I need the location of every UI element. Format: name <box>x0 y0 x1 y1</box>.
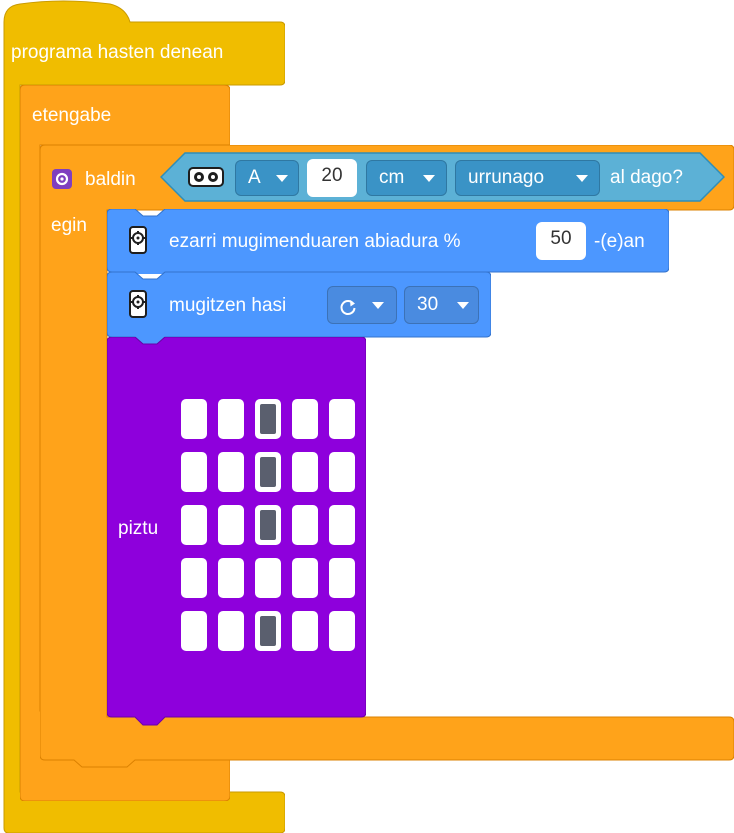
led-display-label: piztu <box>118 518 159 539</box>
led-cell-2-2[interactable] <box>255 505 281 545</box>
hat-block-label: programa hasten denean <box>11 42 224 63</box>
led-cell-3-3[interactable] <box>292 558 318 598</box>
led-cell-0-0[interactable] <box>181 399 207 439</box>
port-dropdown[interactable]: A <box>235 160 299 196</box>
led-cell-2-3[interactable] <box>292 505 318 545</box>
led-cell-0-3[interactable] <box>292 399 318 439</box>
led-cell-1-0[interactable] <box>181 452 207 492</box>
move-value: 30 <box>417 294 439 315</box>
gear-icon[interactable] <box>52 169 72 189</box>
led-cell-4-4[interactable] <box>329 611 355 651</box>
led-cell-2-0[interactable] <box>181 505 207 545</box>
condition-suffix: al dago? <box>610 167 683 188</box>
led-cell-1-3[interactable] <box>292 452 318 492</box>
led-cell-3-0[interactable] <box>181 558 207 598</box>
led-cell-1-1[interactable] <box>218 452 244 492</box>
unit-value: cm <box>379 167 405 188</box>
led-cell-1-4[interactable] <box>329 452 355 492</box>
ultrasonic-distance-condition[interactable]: A 20 cm urrunago al dago? <box>160 152 725 202</box>
led-matrix[interactable] <box>181 399 356 659</box>
start-moving-block[interactable]: mugitzen hasi 30 <box>107 272 491 344</box>
chevron-down-icon <box>372 302 384 309</box>
set-speed-label: ezarri mugimenduaren abiadura % <box>169 231 461 252</box>
led-cell-3-2[interactable] <box>255 558 281 598</box>
motor-icon <box>128 226 148 254</box>
led-cell-4-1[interactable] <box>218 611 244 651</box>
if-label: baldin <box>85 169 136 190</box>
chevron-down-icon <box>276 175 288 182</box>
set-speed-shape <box>107 209 669 274</box>
hat-block-when-program-starts[interactable]: programa hasten denean <box>0 0 285 833</box>
rotate-clockwise-icon <box>338 295 358 315</box>
ultrasonic-sensor-icon <box>188 165 224 189</box>
motor-icon <box>128 290 148 318</box>
led-cell-0-4[interactable] <box>329 399 355 439</box>
speed-value-dropdown[interactable]: 30 <box>404 286 479 324</box>
led-cell-3-4[interactable] <box>329 558 355 598</box>
led-cell-4-3[interactable] <box>292 611 318 651</box>
led-cell-4-2[interactable] <box>255 611 281 651</box>
comparison-value: urrunago <box>468 167 545 188</box>
led-cell-3-1[interactable] <box>218 558 244 598</box>
if-block-shape <box>40 145 734 768</box>
set-speed-suffix: -(e)an <box>594 231 645 252</box>
led-display-block[interactable]: piztu <box>107 337 366 727</box>
chevron-down-icon <box>576 175 588 182</box>
forever-block-label: etengabe <box>32 105 112 126</box>
led-cell-4-0[interactable] <box>181 611 207 651</box>
direction-dropdown[interactable] <box>327 286 397 324</box>
start-moving-label: mugitzen hasi <box>169 295 287 316</box>
set-movement-speed-block[interactable]: ezarri mugimenduaren abiadura % 50 -(e)a… <box>107 209 669 274</box>
speed-input[interactable]: 50 <box>536 222 586 260</box>
led-cell-1-2[interactable] <box>255 452 281 492</box>
led-cell-2-1[interactable] <box>218 505 244 545</box>
port-value: A <box>248 167 261 188</box>
comparison-dropdown[interactable]: urrunago <box>455 160 600 196</box>
led-cell-0-2[interactable] <box>255 399 281 439</box>
led-cell-2-4[interactable] <box>329 505 355 545</box>
if-block[interactable]: baldin egin <box>40 145 734 771</box>
do-label: egin <box>51 215 87 236</box>
led-cell-0-1[interactable] <box>218 399 244 439</box>
chevron-down-icon <box>423 175 435 182</box>
unit-dropdown[interactable]: cm <box>366 160 447 196</box>
distance-input[interactable]: 20 <box>307 159 357 197</box>
chevron-down-icon <box>457 302 469 309</box>
